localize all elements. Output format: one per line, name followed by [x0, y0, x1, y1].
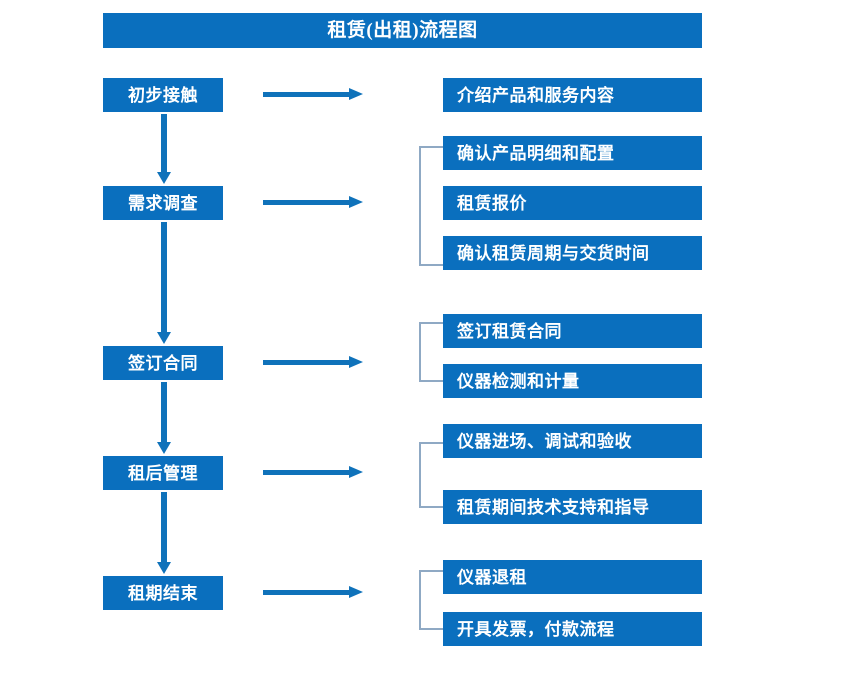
arrow-shaft: [161, 382, 167, 442]
group-bracket-requirements: [419, 146, 443, 266]
arrow-shaft: [263, 200, 351, 205]
arrow-head: [157, 172, 171, 184]
detail-box-requirements-1[interactable]: 确认产品明细和配置: [443, 136, 702, 170]
arrow-shaft: [263, 590, 351, 595]
arrow-head: [349, 88, 363, 100]
detail-box-intro-1[interactable]: 介绍产品和服务内容: [443, 78, 702, 112]
arrow-right-3: [263, 356, 363, 369]
detail-box-end-1[interactable]: 仪器退租: [443, 560, 702, 594]
arrow-head: [157, 562, 171, 574]
arrow-right-1: [263, 88, 363, 101]
detail-box-after-rent-1[interactable]: 仪器进场、调试和验收: [443, 424, 702, 458]
detail-box-contract-2[interactable]: 仪器检测和计量: [443, 364, 702, 398]
group-bracket-contract: [419, 322, 443, 382]
arrow-shaft: [161, 114, 167, 172]
arrow-shaft: [161, 492, 167, 562]
stage-box-1[interactable]: 初步接触: [103, 78, 223, 112]
arrow-head: [157, 332, 171, 344]
group-bracket-after-rent: [419, 442, 443, 508]
detail-box-contract-1[interactable]: 签订租赁合同: [443, 314, 702, 348]
arrow-right-5: [263, 586, 363, 599]
arrow-shaft: [263, 92, 351, 97]
arrow-head: [349, 466, 363, 478]
stage-box-3[interactable]: 签订合同: [103, 346, 223, 380]
arrow-down-4: [157, 492, 171, 574]
flowchart-title: 租赁(出租)流程图: [103, 13, 702, 48]
arrow-shaft: [161, 222, 167, 332]
stage-box-5[interactable]: 租期结束: [103, 576, 223, 610]
arrow-shaft: [263, 470, 351, 475]
arrow-right-2: [263, 196, 363, 209]
detail-box-end-2[interactable]: 开具发票，付款流程: [443, 612, 702, 646]
arrow-down-3: [157, 382, 171, 454]
stage-box-2[interactable]: 需求调查: [103, 186, 223, 220]
arrow-shaft: [263, 360, 351, 365]
stage-box-4[interactable]: 租后管理: [103, 456, 223, 490]
arrow-right-4: [263, 466, 363, 479]
arrow-head: [349, 356, 363, 368]
arrow-down-1: [157, 114, 171, 184]
group-bracket-end: [419, 570, 443, 630]
arrow-head: [349, 586, 363, 598]
arrow-head: [157, 442, 171, 454]
detail-box-requirements-3[interactable]: 确认租赁周期与交货时间: [443, 236, 702, 270]
arrow-head: [349, 196, 363, 208]
detail-box-after-rent-2[interactable]: 租赁期间技术支持和指导: [443, 490, 702, 524]
detail-box-requirements-2[interactable]: 租赁报价: [443, 186, 702, 220]
arrow-down-2: [157, 222, 171, 344]
